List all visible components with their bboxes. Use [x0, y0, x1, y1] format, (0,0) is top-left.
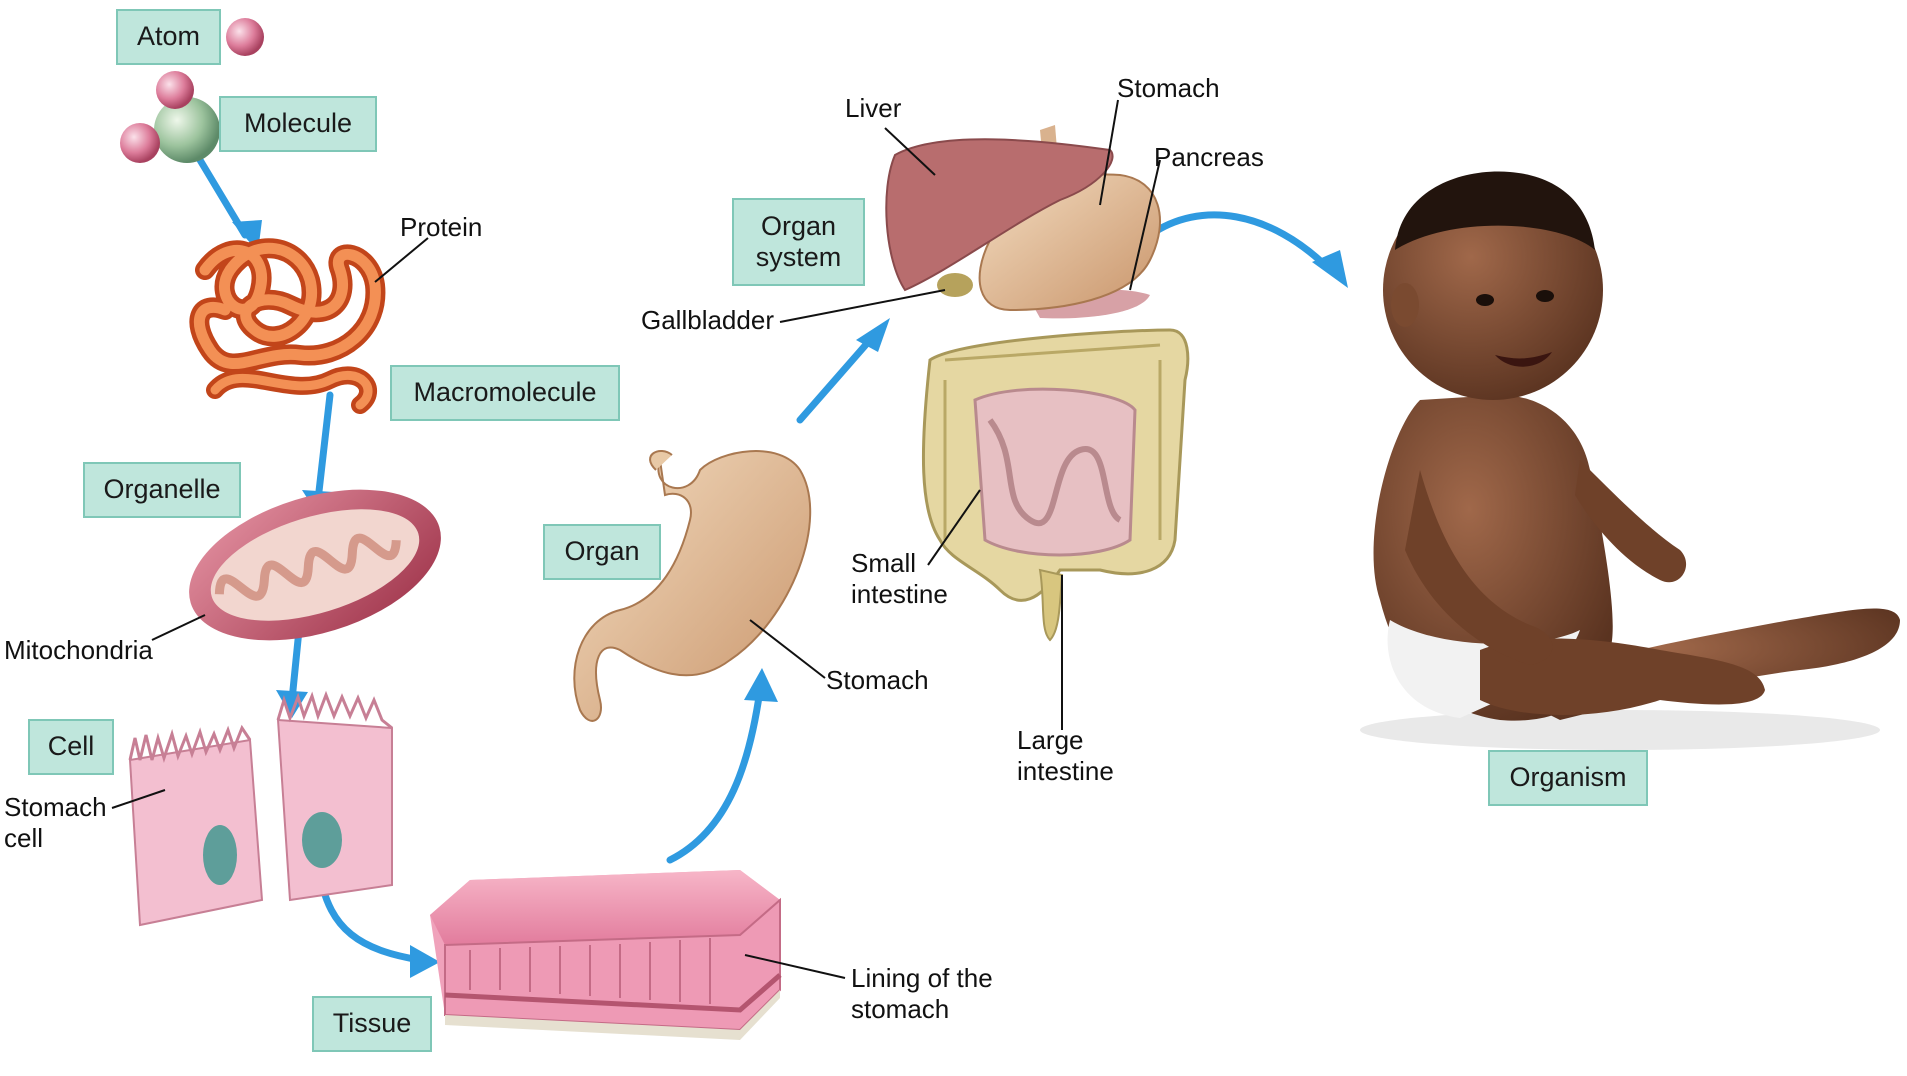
protein-macromolecule: [199, 248, 375, 405]
small-intestine: [975, 389, 1135, 555]
macromolecule-label: Macromolecule: [390, 365, 620, 421]
mitochondria-callout: Mitochondria: [4, 635, 153, 666]
baby-ear: [1391, 283, 1419, 327]
baby-shadow: [1360, 710, 1880, 750]
organelle-label: Organelle: [83, 462, 241, 518]
stomach-cell-callout: Stomach cell: [4, 792, 107, 853]
protein-callout: Protein: [400, 212, 482, 243]
arrow-system-to-organism: [1150, 215, 1330, 270]
tissue-label: Tissue: [312, 996, 432, 1052]
baby-eye: [1536, 290, 1554, 302]
stomach-system-callout: Stomach: [1117, 73, 1220, 104]
leader-stomach-organ: [750, 620, 825, 678]
gallbladder-callout: Gallbladder: [641, 305, 774, 336]
cell-label: Cell: [28, 719, 114, 775]
organ-label: Organ: [543, 524, 661, 580]
gallbladder: [937, 273, 973, 297]
organism-label: Organism: [1488, 750, 1648, 806]
atom-sphere: [226, 18, 264, 56]
baby-organism: [1360, 172, 1900, 750]
stomach-cells: [130, 695, 392, 925]
leader-mitochondria: [152, 615, 205, 640]
molecule-icon: [120, 71, 220, 163]
arrow-macromolecule-to-organelle: [318, 395, 330, 500]
arrow-organ-to-system: [800, 340, 870, 420]
lining-callout: Lining of the stomach: [851, 963, 993, 1024]
stomach-organ-callout: Stomach: [826, 665, 929, 696]
atom-label: Atom: [116, 9, 221, 65]
appendix: [1040, 570, 1062, 640]
molecule-label: Molecule: [219, 96, 377, 152]
liver-callout: Liver: [845, 93, 901, 124]
arrow-tissue-to-organ: [670, 690, 760, 860]
stomach-organ: [574, 451, 810, 721]
arrowhead: [744, 668, 778, 702]
baby-eye: [1476, 294, 1494, 306]
organ-system-label: Organ system: [732, 198, 865, 286]
stomach-lining-tissue: [430, 870, 780, 1040]
large-intestine-callout: Large intestine: [1017, 725, 1114, 786]
leader-protein: [375, 238, 428, 282]
small-intestine-callout: Small intestine: [851, 548, 948, 609]
pancreas-callout: Pancreas: [1154, 142, 1264, 173]
leader-gallbladder: [780, 290, 945, 322]
